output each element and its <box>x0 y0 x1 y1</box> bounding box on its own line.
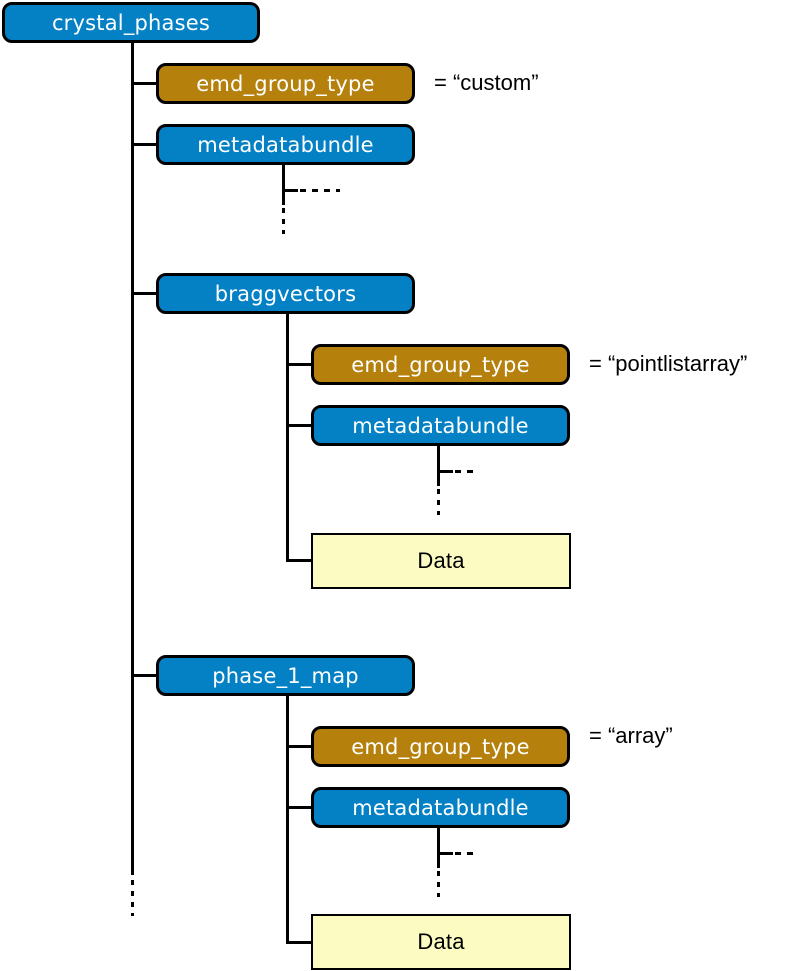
node-label: emd_group_type <box>196 71 375 96</box>
node-label: phase_1_map <box>212 663 359 688</box>
annotation-emd-group-type-phase-1-map: = “array” <box>589 723 673 748</box>
connector-root-to-phase-1-map <box>131 674 158 677</box>
node-phase-1-map[interactable]: phase_1_map <box>156 655 415 696</box>
node-crystal-phases[interactable]: crystal_phases <box>2 2 260 43</box>
metadatabundle-phase-1-map-child-ellipsis <box>455 852 475 855</box>
connector-root-to-braggvectors <box>131 292 158 295</box>
annotation-emd-group-type-braggvectors: = “pointlistarray” <box>589 351 748 376</box>
node-label: crystal_phases <box>51 10 211 35</box>
node-label: emd_group_type <box>351 734 530 759</box>
node-label: metadatabundle <box>352 795 529 820</box>
trunk-braggvectors <box>286 314 289 562</box>
annotation-emd-group-type-root: = “custom” <box>434 70 539 95</box>
metadatabundle-root-child-ellipsis <box>300 189 340 192</box>
metadatabundle-root-vertical-ellipsis <box>282 208 285 234</box>
trunk-main-vertical-ellipsis <box>131 880 134 916</box>
metadatabundle-braggvectors-child-ellipsis <box>455 470 475 473</box>
metadatabundle-root-child-stub <box>282 189 298 192</box>
node-label: metadatabundle <box>197 132 374 157</box>
trunk-main <box>131 43 134 875</box>
node-emd-group-type-phase-1-map[interactable]: emd_group_type <box>311 726 570 767</box>
node-label: Data <box>417 929 465 954</box>
node-emd-group-type-root[interactable]: emd_group_type <box>156 63 415 104</box>
connector-braggvectors-to-data <box>286 559 313 562</box>
connector-root-to-metadatabundle <box>131 143 158 146</box>
node-braggvectors[interactable]: braggvectors <box>156 273 415 314</box>
connector-phase-1-map-to-data <box>286 941 313 944</box>
metadatabundle-braggvectors-child-stub <box>437 470 453 473</box>
metadatabundle-phase-1-map-substem <box>437 828 440 868</box>
node-data-phase-1-map[interactable]: Data <box>311 914 571 970</box>
metadatabundle-braggvectors-substem <box>437 446 440 486</box>
node-emd-group-type-braggvectors[interactable]: emd_group_type <box>311 344 570 385</box>
node-metadatabundle-braggvectors[interactable]: metadatabundle <box>311 405 570 446</box>
connector-phase-1-map-to-emd-group-type <box>286 745 313 748</box>
node-metadatabundle-phase-1-map[interactable]: metadatabundle <box>311 787 570 828</box>
node-label: emd_group_type <box>351 352 530 377</box>
connector-root-to-emd-group-type <box>131 82 158 85</box>
node-label: metadatabundle <box>352 413 529 438</box>
connector-phase-1-map-to-metadatabundle <box>286 806 313 809</box>
trunk-phase-1-map <box>286 696 289 944</box>
metadatabundle-phase-1-map-vertical-ellipsis <box>437 871 440 897</box>
node-label: Data <box>417 548 465 573</box>
metadatabundle-braggvectors-vertical-ellipsis <box>437 489 440 515</box>
connector-braggvectors-to-metadatabundle <box>286 424 313 427</box>
node-metadatabundle-root[interactable]: metadatabundle <box>156 124 415 165</box>
metadatabundle-root-substem <box>282 165 285 205</box>
node-data-braggvectors[interactable]: Data <box>311 533 571 589</box>
node-label: braggvectors <box>214 281 357 306</box>
connector-braggvectors-to-emd-group-type <box>286 363 313 366</box>
metadatabundle-phase-1-map-child-stub <box>437 852 453 855</box>
